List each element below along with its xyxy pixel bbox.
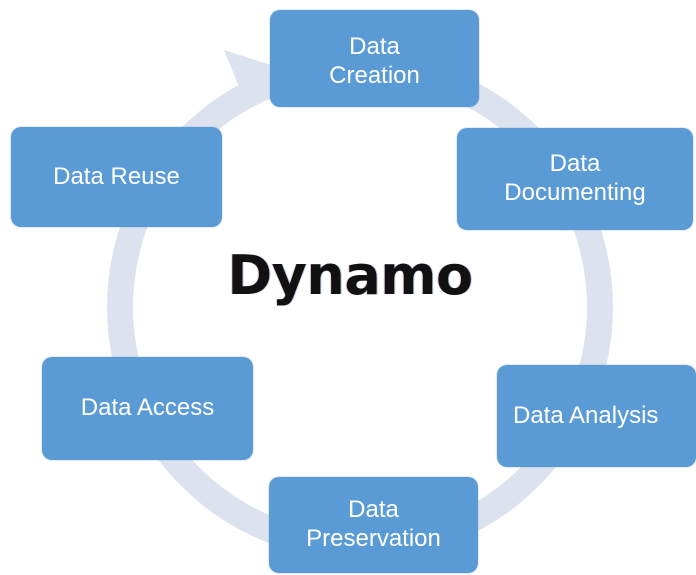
- step-data-analysis: Data Analysis: [497, 365, 696, 467]
- step-label: Data Analysis: [513, 401, 659, 429]
- step-data-access: Data Access: [42, 357, 253, 460]
- step-label: Data Creation: [329, 32, 420, 89]
- step-label: Data Reuse: [53, 162, 180, 190]
- step-data-reuse: Data Reuse: [11, 127, 222, 227]
- diagram-title: Dynamo: [227, 244, 473, 307]
- step-label: Data Preservation: [306, 496, 441, 552]
- step-data-preservation: Data Preservation: [269, 477, 478, 573]
- cycle-arrowhead: [224, 50, 274, 104]
- step-label: Data Documenting: [504, 150, 646, 206]
- step-data-documenting: Data Documenting: [457, 128, 693, 230]
- step-data-creation: Data Creation: [270, 10, 479, 107]
- step-label: Data Access: [80, 394, 215, 422]
